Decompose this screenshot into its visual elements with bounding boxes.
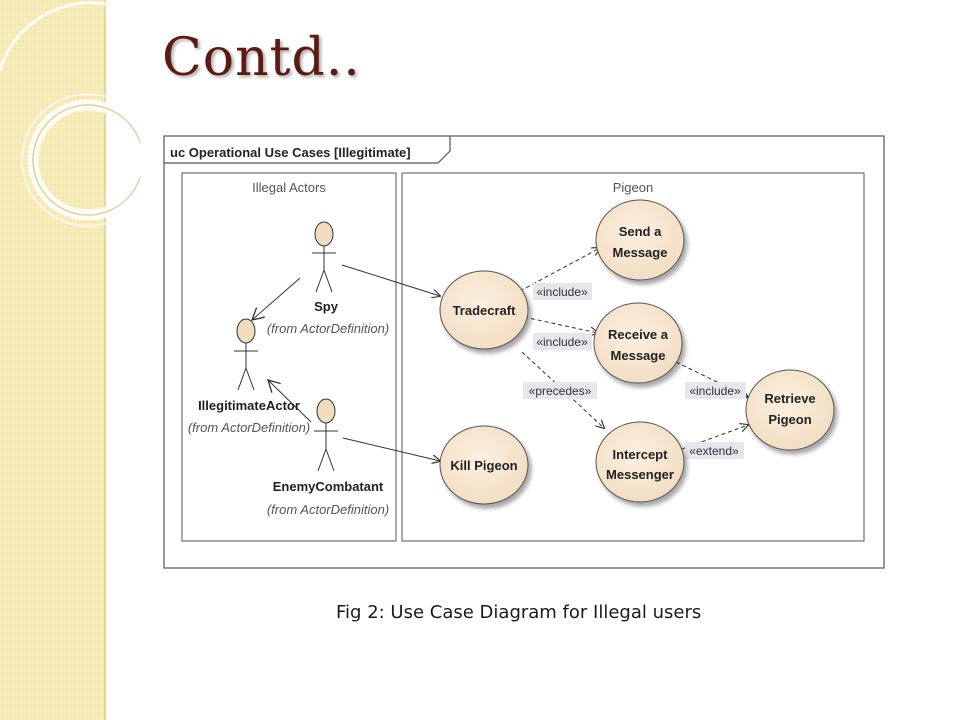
actor-enemy-combatant: EnemyCombatant (from ActorDefinition) xyxy=(267,398,389,517)
stereotype-label-precedes: «precedes» xyxy=(523,382,597,399)
association-spy-tradecraft xyxy=(341,264,440,296)
actor-name-spy: Spy xyxy=(314,299,339,314)
use-case-intercept-messenger: Intercept Messenger xyxy=(595,421,685,503)
include-tradecraft-receiveamessage xyxy=(523,316,598,333)
use-case-retrieve-pigeon: Retrieve Pigeon xyxy=(745,369,835,451)
boundary-label-illegal-actors: Illegal Actors xyxy=(252,180,326,195)
boundary-pigeon: Pigeon xyxy=(401,172,865,542)
use-case-label: Pigeon xyxy=(768,412,811,427)
stereotype-label-include-send: «include» xyxy=(533,283,592,300)
use-case-send-a-message: Send a Message xyxy=(595,199,685,281)
use-case-tradecraft: Tradecraft xyxy=(439,270,529,350)
slide-title: Contd.. xyxy=(162,28,361,88)
use-case-label: Tradecraft xyxy=(453,303,517,318)
extend-interceptmessenger-retrievepigeon xyxy=(681,425,748,450)
use-case-label: Kill Pigeon xyxy=(450,458,517,473)
svg-text:«include»: «include» xyxy=(536,335,588,349)
use-case-label: Send a xyxy=(619,224,662,239)
use-case-label: Messenger xyxy=(606,467,674,482)
stick-figure-icon xyxy=(314,398,338,472)
frame-label: uc Operational Use Cases [Illegitimate] xyxy=(170,145,411,160)
stick-figure-icon xyxy=(234,318,258,391)
use-case-label: Intercept xyxy=(613,447,669,462)
actor-source-spy: (from ActorDefinition) xyxy=(267,321,389,336)
actor-illegitimate-actor: IllegitimateActor (from ActorDefinition) xyxy=(188,318,310,435)
svg-text:«include»: «include» xyxy=(689,384,741,398)
use-case-kill-pigeon: Kill Pigeon xyxy=(439,425,529,505)
decorative-circles xyxy=(0,1,140,227)
svg-text:«extend»: «extend» xyxy=(689,444,739,458)
precedes-tradecraft-interceptmessenger xyxy=(521,351,604,428)
use-case-receive-a-message: Receive a Message xyxy=(593,302,683,384)
svg-text:«include»: «include» xyxy=(536,285,588,299)
use-case-label: Receive a xyxy=(608,327,669,342)
actor-name-enemy-combatant: EnemyCombatant xyxy=(273,479,384,494)
stereotype-label-include-retrieve: «include» xyxy=(685,382,746,399)
figure-caption: Fig 2: Use Case Diagram for Illegal user… xyxy=(336,602,702,623)
actor-name-illegitimate-actor: IllegitimateActor xyxy=(198,398,300,413)
stereotype-label-include-receive: «include» xyxy=(533,333,592,350)
use-case-label: Message xyxy=(611,348,666,363)
generalization-enemycombatant-illegitimateactor xyxy=(268,380,312,423)
stereotype-label-extend: «extend» xyxy=(685,442,744,459)
actor-spy: Spy (from ActorDefinition) xyxy=(267,221,389,336)
actor-source-enemy-combatant: (from ActorDefinition) xyxy=(267,502,389,517)
svg-text:«precedes»: «precedes» xyxy=(529,384,592,398)
stick-figure-icon xyxy=(312,221,336,293)
generalization-spy-illegitimateactor xyxy=(252,277,301,320)
use-case-label: Retrieve xyxy=(764,391,815,406)
diagram-frame: uc Operational Use Cases [Illegitimate] xyxy=(163,135,885,569)
boundary-illegal-actors: Illegal Actors xyxy=(181,172,397,542)
association-enemycombatant-killpigeon xyxy=(342,437,440,461)
boundary-label-pigeon: Pigeon xyxy=(613,180,653,195)
use-case-label: Message xyxy=(613,245,668,260)
actor-source-illegitimate-actor: (from ActorDefinition) xyxy=(188,420,310,435)
